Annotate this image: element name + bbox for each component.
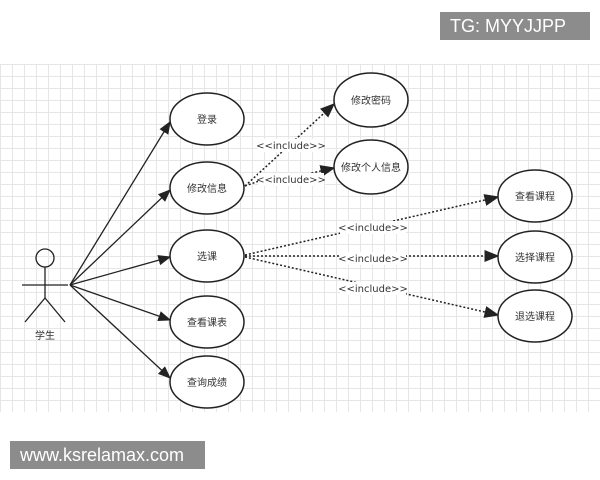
use-case-query-grades[interactable] bbox=[169, 355, 245, 409]
use-case-edit-info[interactable] bbox=[169, 161, 245, 215]
use-case-edit-personal-info[interactable] bbox=[333, 139, 409, 195]
use-case-label: 登录 bbox=[197, 113, 217, 126]
use-case-change-password[interactable] bbox=[333, 72, 409, 128]
use-case-label: 查看课表 bbox=[187, 316, 227, 329]
include-labels: <<include>> <<include>> <<include>> <<in… bbox=[256, 139, 408, 295]
use-case-label: 选择课程 bbox=[515, 251, 555, 264]
include-label: <<include>> bbox=[338, 223, 408, 234]
include-label: <<include>> bbox=[256, 141, 326, 152]
actor-label: 学生 bbox=[35, 329, 55, 342]
use-case-label: 退选课程 bbox=[515, 310, 555, 323]
use-case-drop-course[interactable] bbox=[497, 289, 573, 343]
use-case-choose-course[interactable] bbox=[497, 230, 573, 284]
use-case-label: 查询成绩 bbox=[187, 376, 227, 389]
use-case-label: 查看课程 bbox=[515, 190, 555, 203]
watermark-bottom: www.ksrelamax.com bbox=[10, 441, 205, 469]
associations bbox=[69, 120, 172, 379]
canvas-grid bbox=[0, 64, 600, 412]
use-case-view-schedule[interactable] bbox=[169, 295, 245, 349]
use-case-label: 选课 bbox=[197, 250, 217, 263]
actor-student[interactable] bbox=[22, 248, 68, 323]
include-label: <<include>> bbox=[338, 254, 408, 265]
include-label: <<include>> bbox=[256, 175, 326, 186]
use-case-login[interactable] bbox=[169, 92, 245, 146]
use-case-label: 修改密码 bbox=[351, 94, 391, 107]
use-case-label: 修改信息 bbox=[187, 182, 227, 195]
use-case-select-course[interactable] bbox=[169, 229, 245, 283]
use-case-view-courses[interactable] bbox=[497, 169, 573, 223]
use-case-label: 修改个人信息 bbox=[341, 161, 401, 174]
watermark-top: TG: MYYJJPP bbox=[440, 12, 590, 40]
include-label: <<include>> bbox=[338, 284, 408, 295]
